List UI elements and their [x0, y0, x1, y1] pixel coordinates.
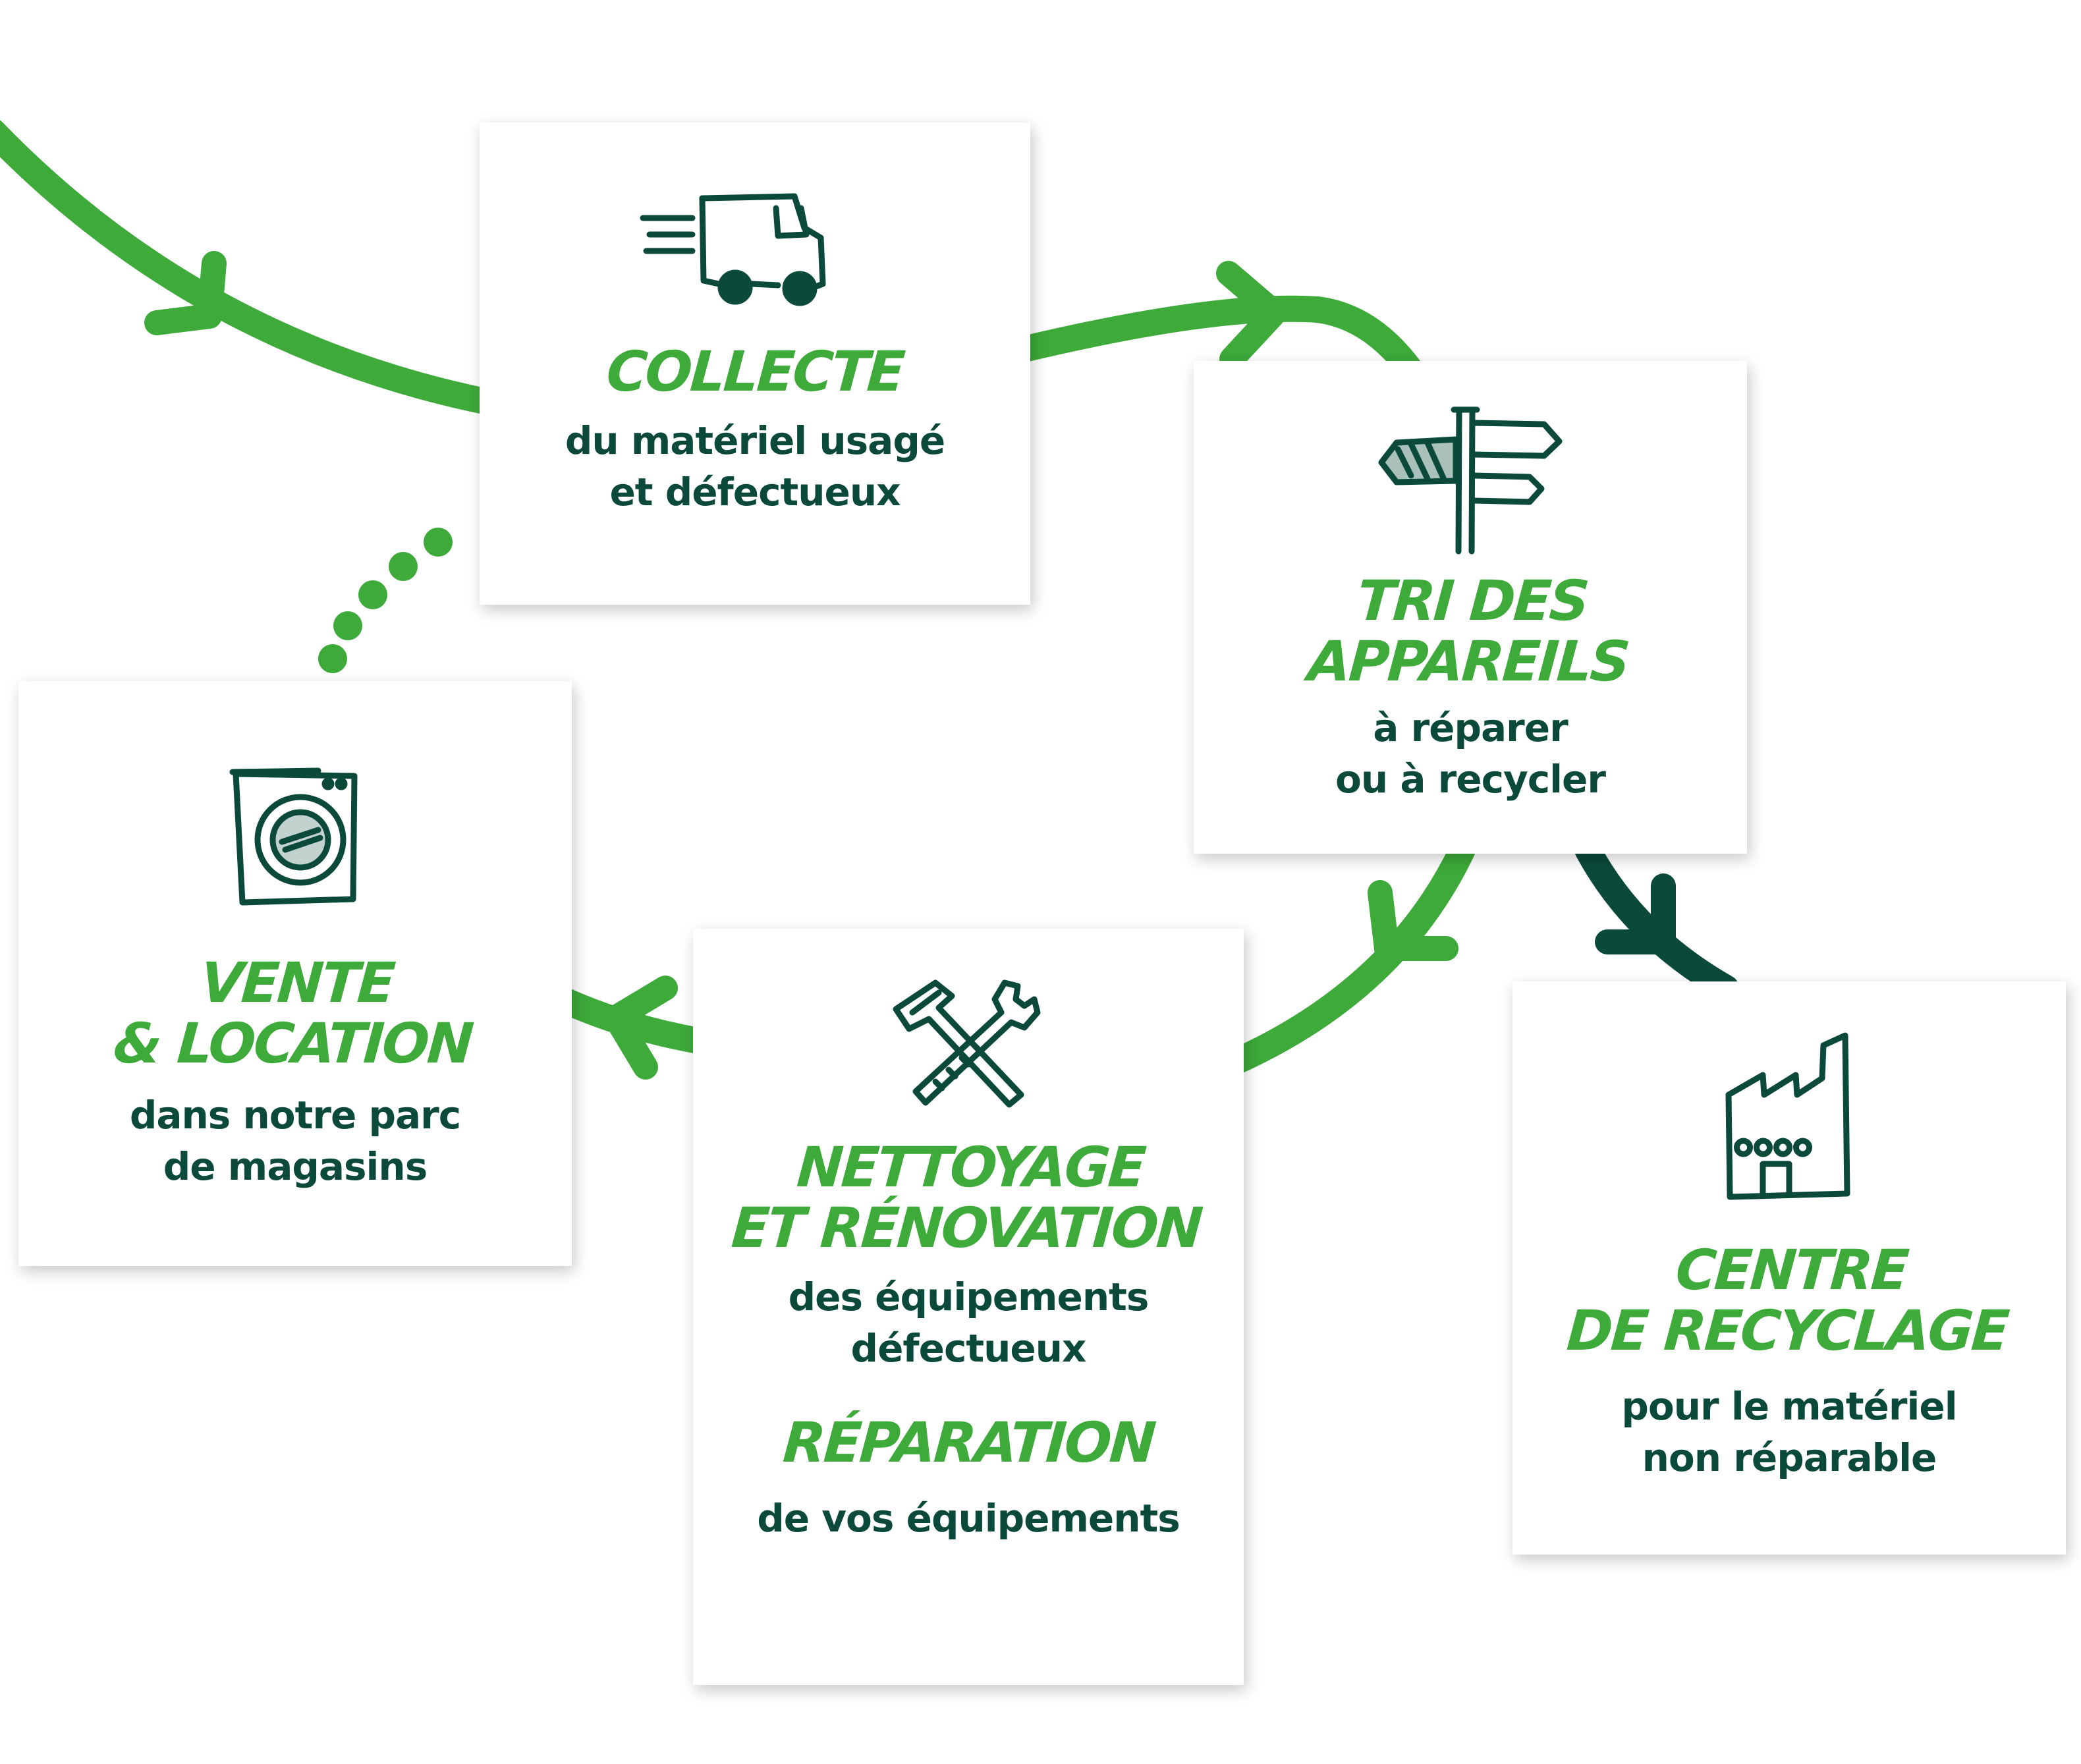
- step-card-recyclage: CENTRE DE RECYCLAGE pour le matériel non…: [1512, 981, 2066, 1555]
- step-description: du matériel usagé et défectueux: [565, 418, 945, 514]
- step-description: des équipements défectueux: [788, 1275, 1150, 1371]
- signpost-icon: [1378, 406, 1563, 555]
- flow-curve-tri-recyclage: [1574, 837, 1739, 1001]
- arrowhead-nettoyage-vente: [603, 976, 678, 1080]
- step-card-nettoyage: NETTOYAGE ET RÉNOVATION des équipements …: [693, 929, 1244, 1685]
- step-description: pour le matériel non réparable: [1621, 1384, 1957, 1480]
- step-description: dans notre parc de magasins: [129, 1093, 461, 1189]
- step-card-tri: TRI DES APPAREILS à réparer ou à recycle…: [1194, 361, 1747, 854]
- factory-icon: [1725, 1032, 1850, 1200]
- arrowhead-tri-nettoyage: [1368, 880, 1458, 961]
- flow-curve-intro: [0, 120, 501, 415]
- arrowhead-collecte-tri: [1216, 261, 1287, 372]
- step-description: à réparer ou à recycler: [1335, 705, 1606, 802]
- step-card-collecte: COLLECTE du matériel usagé et défectueux: [480, 123, 1030, 605]
- step-title: CENTRE DE RECYCLAGE: [1565, 1238, 2010, 1363]
- flow-curve-collecte-tri: [1011, 295, 1423, 382]
- step-title: NETTOYAGE ET RÉNOVATION: [729, 1135, 1204, 1260]
- dot-connector: [424, 528, 453, 557]
- dot-connector: [358, 580, 387, 609]
- dot-connector: [318, 644, 347, 673]
- arrowhead-intro: [144, 251, 227, 335]
- step-title: COLLECTE: [604, 339, 906, 404]
- dot-connector: [389, 552, 418, 581]
- hammer-wrench-icon: [893, 979, 1041, 1108]
- flow-curve-tri-nettoyage: [1225, 837, 1476, 1074]
- arrowhead-tri-recyclage: [1595, 873, 1676, 954]
- step-title: VENTE & LOCATION: [111, 951, 474, 1076]
- step-description-reparation: de vos équipements: [757, 1496, 1180, 1541]
- dot-connector: [333, 611, 362, 640]
- step-title-reparation: RÉPARATION: [781, 1410, 1156, 1475]
- delivery-truck-icon: [640, 193, 826, 306]
- washing-machine-icon: [229, 767, 358, 906]
- step-title: TRI DES APPAREILS: [1306, 568, 1631, 694]
- step-card-vente: VENTE & LOCATION dans notre parc de maga…: [18, 681, 572, 1266]
